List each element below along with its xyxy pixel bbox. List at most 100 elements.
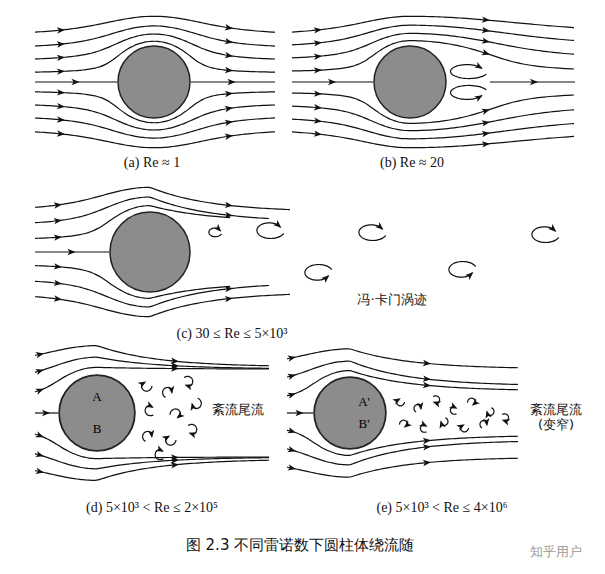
flow-arrowhead	[168, 386, 175, 395]
flow-arrowhead	[54, 295, 63, 302]
flow-arrowhead	[321, 273, 331, 283]
flow-arrowhead	[287, 464, 296, 472]
flow-arrowhead	[273, 220, 283, 230]
flow-arrowhead	[423, 443, 432, 450]
cylinder	[110, 212, 190, 292]
flow-arrowhead	[483, 418, 490, 427]
streamline	[35, 294, 290, 316]
flow-arrowhead	[225, 24, 234, 32]
flow-arrowhead	[162, 433, 172, 443]
flow-arrowhead	[57, 68, 65, 75]
flow-arrowhead	[314, 67, 322, 74]
cylinder	[314, 377, 386, 449]
flow-arrowhead	[482, 27, 491, 34]
flow-arrowhead	[474, 92, 484, 102]
flow-arrowhead	[35, 367, 45, 375]
flow-arrowhead	[438, 419, 446, 428]
streamline	[35, 16, 275, 32]
cylinder-node: A'B'	[314, 377, 386, 449]
streamline	[35, 266, 230, 299]
streamline	[287, 361, 518, 384]
cylinder	[374, 46, 446, 118]
flow-arrowhead	[392, 395, 402, 405]
panel-label: 紊流尾流 (变窄)	[526, 403, 586, 433]
flow-arrowhead	[481, 119, 490, 127]
flow-arrowhead	[287, 390, 297, 398]
flow-arrowhead	[314, 104, 323, 111]
flow-arrowhead	[54, 217, 63, 224]
flow-arrowhead	[225, 105, 234, 112]
flow-arrowhead	[35, 451, 45, 459]
flow-arrowhead	[225, 52, 234, 59]
flow-arrowhead	[57, 41, 66, 48]
streamline	[287, 458, 518, 477]
streamline	[292, 41, 574, 71]
flow-arrowhead	[57, 103, 65, 110]
flow-arrowhead	[375, 222, 385, 232]
flow-arrowhead	[314, 90, 322, 97]
streamline	[35, 346, 269, 366]
recirculation-eddy	[451, 85, 487, 99]
flow-arrowhead	[225, 90, 234, 97]
flow-arrowhead	[456, 421, 466, 431]
streamline	[35, 132, 275, 148]
flow-arrowhead	[57, 54, 65, 61]
flow-arrowhead	[481, 37, 490, 45]
point-label: B'	[358, 417, 369, 432]
flow-arrowhead	[225, 212, 234, 219]
flow-arrowhead	[72, 79, 80, 85]
recirculation-eddy	[451, 65, 487, 79]
flow-arrowhead	[228, 79, 236, 85]
flow-arrowhead	[54, 234, 62, 241]
flow-arrowhead	[54, 263, 62, 270]
point-label: A	[92, 389, 101, 404]
streamline	[292, 106, 574, 130]
flow-arrowhead	[225, 132, 234, 140]
streamline	[35, 460, 269, 480]
flow-arrowhead	[287, 354, 296, 362]
streamline	[35, 197, 269, 223]
flow-arrowhead	[187, 430, 197, 439]
streamline	[292, 93, 574, 123]
flow-arrowhead	[474, 62, 484, 72]
flow-arrowhead	[213, 224, 223, 234]
flow-arrowhead	[314, 130, 323, 137]
flow-arrowhead	[145, 401, 155, 410]
flow-arrowhead	[57, 89, 65, 96]
panel-label: 紊流尾流	[212, 403, 264, 418]
flow-arrowhead	[57, 130, 66, 137]
panel-label: (c) 30 ≤ Re ≤ 5×10³	[176, 326, 287, 342]
flow-arrowhead	[225, 202, 234, 209]
streamline	[287, 349, 518, 368]
cylinder	[59, 375, 135, 451]
flow-arrowhead	[419, 420, 429, 429]
streamline	[287, 442, 518, 465]
flow-arrowhead	[148, 430, 155, 439]
streamline	[35, 34, 275, 59]
flow-arrowhead	[417, 402, 424, 411]
streamline	[292, 33, 574, 57]
flow-arrowhead	[54, 280, 63, 287]
flow-arrowhead	[35, 431, 45, 440]
flow-arrowhead	[482, 140, 491, 147]
point-label: B	[93, 422, 102, 437]
flow-arrowhead	[225, 285, 234, 292]
flow-arrowhead	[481, 106, 491, 115]
flow-arrowhead	[171, 461, 180, 468]
flow-arrowhead	[287, 446, 296, 454]
flow-arrowhead	[501, 417, 511, 426]
flow-arrowhead	[484, 409, 492, 418]
streamline	[35, 187, 290, 209]
flow-arrowhead	[287, 372, 296, 380]
flow-arrowhead	[548, 224, 558, 234]
flow-arrowhead	[225, 67, 234, 74]
flow-arrowhead	[423, 459, 432, 466]
flow-arrowhead	[174, 411, 184, 421]
flow-arrowhead	[35, 350, 44, 358]
flow-arrowhead	[57, 26, 66, 33]
flow-arrowhead	[225, 38, 234, 46]
panel-label: (e) 5×10³ < Re ≤ 4×10⁶	[376, 500, 507, 516]
flow-arrowhead	[189, 402, 197, 411]
flow-arrowhead	[449, 402, 459, 411]
